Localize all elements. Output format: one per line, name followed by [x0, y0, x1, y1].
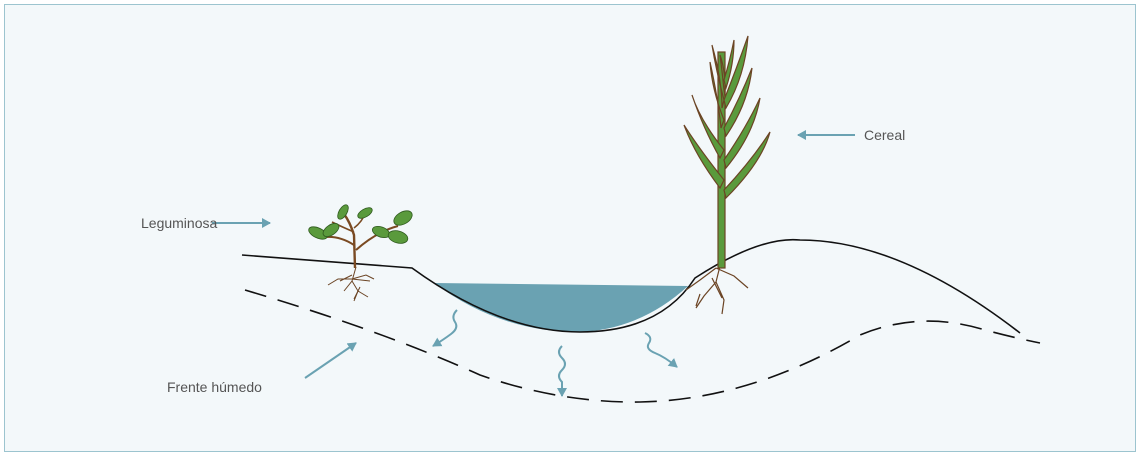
wet-front-label-arrow — [305, 343, 356, 378]
legume-plant-icon — [307, 203, 415, 301]
cereal-plant-icon — [684, 36, 770, 314]
infiltration-arrow-icon — [559, 346, 565, 396]
infiltration-arrow-icon — [645, 333, 677, 367]
wet-front-label: Frente húmedo — [167, 379, 262, 395]
infiltration-arrow-icon — [433, 310, 457, 346]
cereal-label: Cereal — [864, 127, 905, 143]
water-pool — [434, 283, 688, 332]
legume-label: Leguminosa — [141, 215, 217, 231]
